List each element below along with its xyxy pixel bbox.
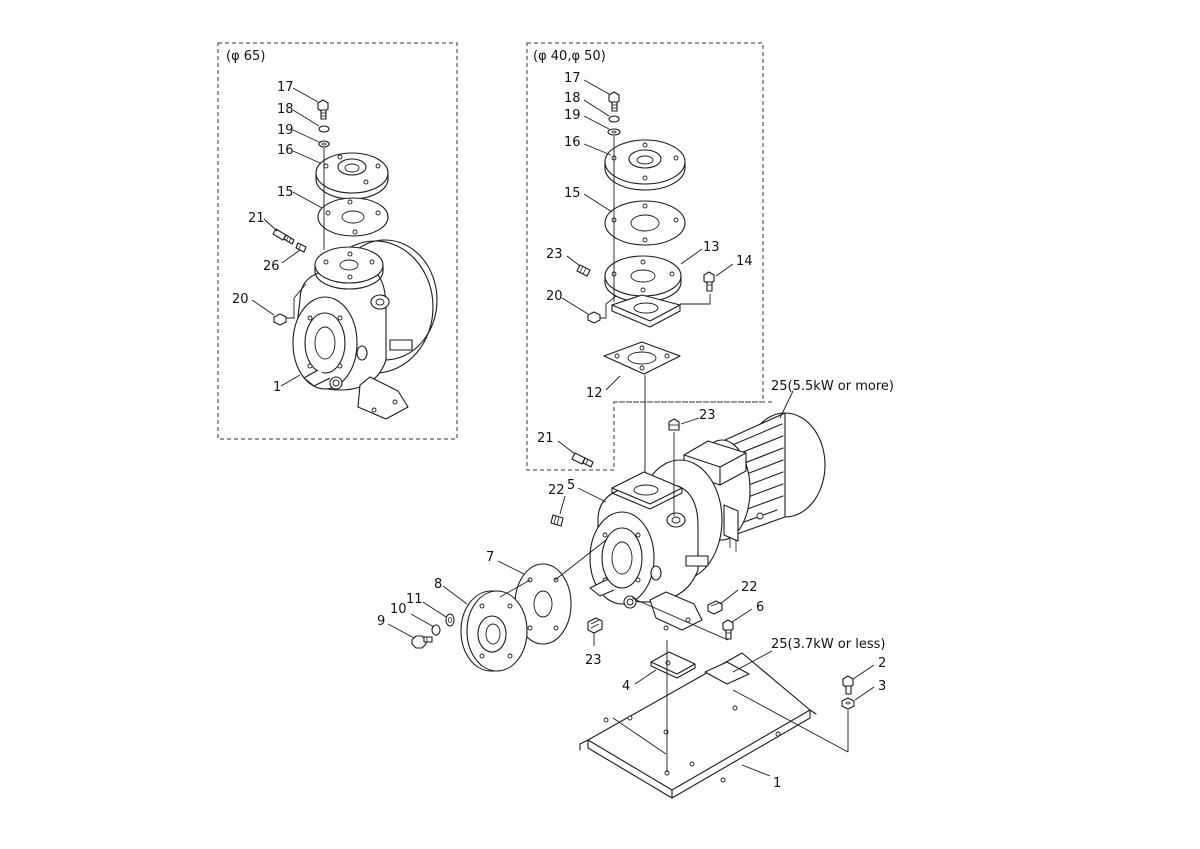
label-18-left: 18 bbox=[277, 102, 294, 117]
label-25-large: 25(5.5kW or more) bbox=[771, 379, 894, 394]
label-14: 14 bbox=[736, 254, 753, 269]
part-3-nut bbox=[841, 697, 855, 710]
label-22-top: 22 bbox=[548, 483, 565, 498]
part-18-spring-washer-left bbox=[318, 125, 330, 133]
part-4-pad bbox=[650, 651, 696, 679]
label-26-left: 26 bbox=[263, 259, 280, 274]
part-8-flange bbox=[460, 590, 528, 672]
leader-lines-mid bbox=[557, 79, 734, 475]
part-10-spring-washer bbox=[431, 624, 441, 636]
leader-lines-left bbox=[251, 87, 325, 387]
label-17-mid: 17 bbox=[564, 71, 581, 86]
detail-box-phi40-50: (φ 40,φ 50) bbox=[526, 42, 764, 475]
part-15-gasket-left bbox=[317, 197, 389, 237]
part-17-bolt-mid bbox=[608, 91, 620, 112]
part-14-bolt-mid bbox=[703, 271, 715, 292]
part-12-gasket-mid bbox=[603, 341, 681, 375]
label-20-mid: 20 bbox=[546, 289, 563, 304]
part-19-washer-left bbox=[318, 140, 330, 148]
part-22-plug-top bbox=[550, 514, 564, 527]
callouts-mid: 17 18 19 16 15 23 13 14 20 12 21 bbox=[537, 71, 753, 446]
label-1-main: 1 bbox=[773, 776, 781, 791]
label-16-left: 16 bbox=[277, 143, 294, 158]
label-23-bottom: 23 bbox=[585, 653, 602, 668]
leader-lines-main bbox=[387, 417, 875, 777]
part-21-plug-left bbox=[272, 228, 295, 245]
label-17-left: 17 bbox=[277, 80, 294, 95]
label-18-mid: 18 bbox=[564, 91, 581, 106]
part-6-bolt bbox=[722, 619, 734, 640]
label-22-right: 22 bbox=[741, 580, 758, 595]
detail-box-title-phi40-50: (φ 40,φ 50) bbox=[533, 49, 606, 64]
label-23-mid: 23 bbox=[546, 247, 563, 262]
callouts-main: 25(5.5kW or more) 23 5 22 7 8 11 10 9 22… bbox=[377, 379, 894, 791]
label-10: 10 bbox=[390, 602, 407, 617]
part-15-gasket-mid bbox=[604, 200, 686, 246]
part-17-bolt-left bbox=[317, 99, 329, 120]
part-23-plug-bottom bbox=[587, 617, 603, 634]
callouts-left: 17 18 19 16 15 21 26 20 1 bbox=[232, 80, 294, 395]
part-7-gasket bbox=[514, 563, 572, 645]
label-4: 4 bbox=[622, 679, 630, 694]
label-21-mid: 21 bbox=[537, 431, 554, 446]
detail-box-phi65: (φ 65) bbox=[217, 42, 458, 440]
part-11-washer bbox=[445, 613, 455, 627]
label-15-mid: 15 bbox=[564, 186, 581, 201]
part-25-motor bbox=[683, 412, 826, 552]
part-2-bolt bbox=[842, 675, 854, 695]
part-23-plug-top bbox=[668, 418, 680, 431]
part-21-plug-mid bbox=[571, 452, 594, 468]
part-1-casing-left bbox=[292, 239, 438, 420]
part-16-flange-left bbox=[315, 152, 389, 200]
part-19-washer-mid bbox=[607, 128, 621, 136]
part-13-flange-mid bbox=[604, 255, 682, 328]
part-26-plug-left bbox=[295, 242, 307, 253]
label-5: 5 bbox=[567, 478, 575, 493]
part-16-flange-mid bbox=[604, 139, 686, 191]
label-9: 9 bbox=[377, 614, 385, 629]
part-18-spring-washer-mid bbox=[608, 115, 620, 123]
label-25-small: 25(3.7kW or less) bbox=[771, 637, 885, 652]
label-13: 13 bbox=[703, 240, 720, 255]
label-20-left: 20 bbox=[232, 292, 249, 307]
part-9-bolt bbox=[411, 635, 433, 649]
main-assembly: 25(5.5kW or more) 23 5 22 7 8 11 10 9 22… bbox=[377, 379, 894, 799]
label-7: 7 bbox=[486, 550, 494, 565]
label-21-left: 21 bbox=[248, 211, 265, 226]
leader-25-large bbox=[779, 390, 794, 419]
label-6: 6 bbox=[756, 600, 764, 615]
detail-box-title-phi65: (φ 65) bbox=[226, 49, 265, 64]
part-22-plug-right bbox=[707, 600, 723, 615]
part-5-casing bbox=[589, 459, 723, 631]
label-15-left: 15 bbox=[277, 185, 294, 200]
label-19-left: 19 bbox=[277, 123, 294, 138]
part-23-plug-mid bbox=[576, 264, 591, 277]
label-23-top: 23 bbox=[699, 408, 716, 423]
label-12: 12 bbox=[586, 386, 603, 401]
label-19-mid: 19 bbox=[564, 108, 581, 123]
part-20-nut-left bbox=[273, 313, 287, 326]
label-8: 8 bbox=[434, 577, 442, 592]
label-16-mid: 16 bbox=[564, 135, 581, 150]
label-11: 11 bbox=[406, 592, 423, 607]
part-1-base-plate bbox=[579, 652, 817, 799]
label-3: 3 bbox=[878, 679, 886, 694]
label-1-left: 1 bbox=[273, 380, 281, 395]
part-20-nut-mid bbox=[587, 311, 601, 324]
label-2: 2 bbox=[878, 656, 886, 671]
